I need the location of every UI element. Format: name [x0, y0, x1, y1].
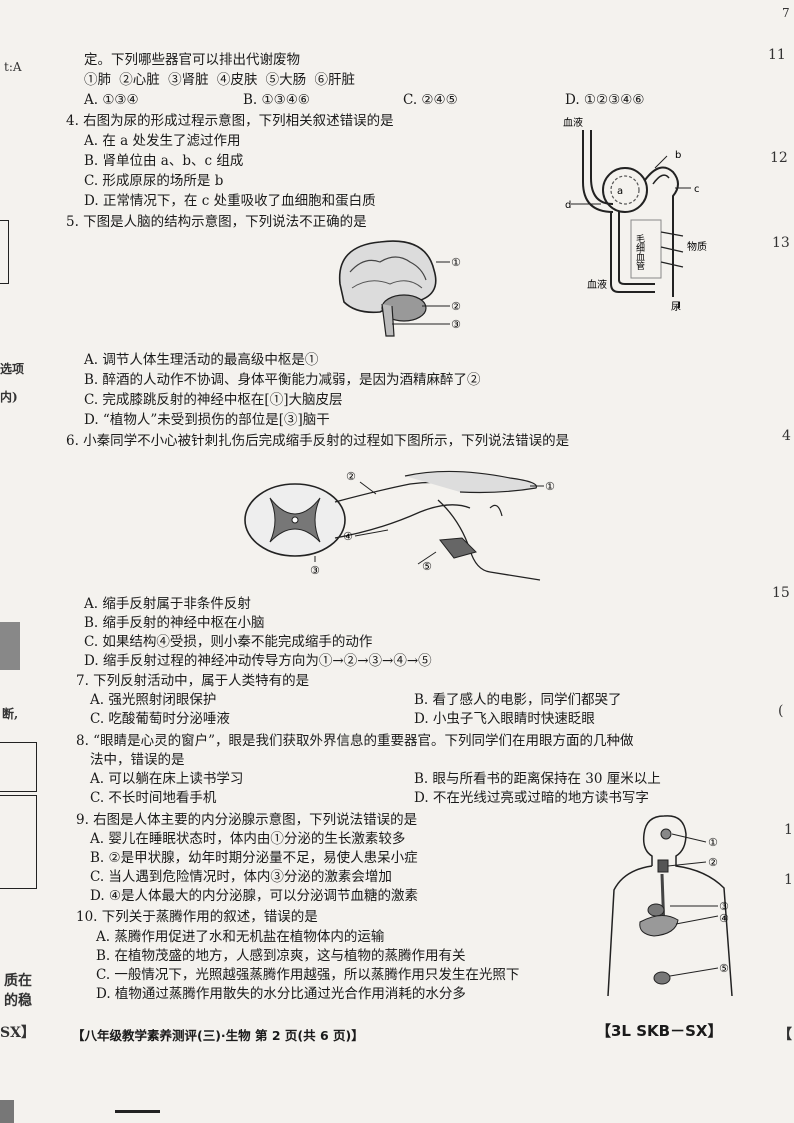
- edge-fragment: 4: [782, 428, 791, 444]
- endocrine-label-1: ①: [708, 836, 718, 849]
- scan-mark: [115, 1110, 160, 1113]
- q8-stem-line1: 8. “眼睛是心灵的窗户”，眼是我们获取外界信息的重要器官。下列同学们在用眼方面…: [76, 733, 634, 749]
- endocrine-label-5: ⑤: [719, 962, 729, 975]
- q3-option-b[interactable]: B. ①③④⑥: [243, 92, 310, 108]
- q8-option-a[interactable]: A. 可以躺在床上读书学习: [90, 771, 244, 787]
- edge-fragment: 内): [0, 390, 18, 404]
- q8-stem-line2: 法中，错误的是: [90, 752, 185, 768]
- q6-option-c[interactable]: C. 如果结构④受损，则小秦不能完成缩手的动作: [84, 634, 373, 650]
- q3-option-c[interactable]: C. ②④⑤: [403, 92, 458, 108]
- q3-stem-continued: 定。下列哪些器官可以排出代谢废物: [84, 52, 300, 68]
- brain-label-3: ③: [451, 318, 461, 331]
- q7-stem: 7. 下列反射活动中，属于人类特有的是: [76, 673, 310, 689]
- reflex-arc-diagram: ① ② ③ ④ ⑤: [244, 470, 555, 581]
- q10-option-b[interactable]: B. 在植物茂盛的地方，人感到凉爽，这与植物的蒸腾作用有关: [96, 948, 466, 964]
- edge-fragment: 的稳: [4, 993, 32, 1009]
- brain-label-2: ②: [451, 300, 461, 313]
- q7-option-c[interactable]: C. 吃酸葡萄时分泌唾液: [90, 711, 230, 727]
- edge-fragment-dark: [0, 1100, 14, 1123]
- q4-stem: 4. 右图为尿的形成过程示意图，下列相关叙述错误的是: [66, 113, 394, 129]
- edge-fragment: (: [778, 703, 784, 719]
- q5-option-a[interactable]: A. 调节人体生理活动的最高级中枢是①: [84, 352, 319, 368]
- q7-option-d[interactable]: D. 小虫子飞入眼睛时快速眨眼: [414, 711, 595, 727]
- fig-label-capillary: 毛细血管: [634, 233, 645, 270]
- q8-option-b[interactable]: B. 眼与所看书的距离保持在 30 厘米以上: [414, 771, 661, 787]
- q9-option-b[interactable]: B. ②是甲状腺，幼年时期分泌量不足，易使人患呆小症: [90, 850, 418, 866]
- q4-option-c[interactable]: C. 形成原尿的场所是 b: [84, 173, 224, 189]
- q10-stem: 10. 下列关于蒸腾作用的叙述，错误的是: [76, 909, 318, 925]
- edge-box: [0, 795, 37, 889]
- q6-option-d[interactable]: D. 缩手反射过程的神经冲动传导方向为①→②→③→④→⑤: [84, 653, 432, 669]
- q6-stem: 6. 小秦同学不小心被针刺扎伤后完成缩手反射的过程如下图所示，下列说法错误的是: [66, 433, 570, 449]
- q9-stem: 9. 右图是人体主要的内分泌腺示意图，下列说法错误的是: [76, 812, 418, 828]
- fig-label-c: c: [694, 184, 700, 195]
- q10-option-d[interactable]: D. 植物通过蒸腾作用散失的水分比通过光合作用消耗的水分多: [96, 986, 466, 1002]
- edge-fragment: SX】: [0, 1025, 35, 1041]
- q6-option-a[interactable]: A. 缩手反射属于非条件反射: [84, 596, 251, 612]
- q7-option-b[interactable]: B. 看了感人的电影，同学们都哭了: [414, 692, 622, 708]
- q9-option-a[interactable]: A. 婴儿在睡眠状态时，体内由①分泌的生长激素较多: [90, 831, 406, 847]
- fig-label-a: a: [617, 186, 623, 197]
- edge-fragment: 7: [782, 6, 790, 20]
- page-footer-code: 【3L SKB－SX】: [596, 1022, 723, 1040]
- q5-option-d[interactable]: D. “植物人”未受到损伤的部位是[③]脑干: [84, 412, 330, 428]
- fig-label-blood-out: 血液: [587, 278, 607, 291]
- edge-fragment: t:A: [4, 60, 22, 74]
- page-footer-left: 【八年级教学素养测评(三)·生物 第 2 页(共 6 页)】: [72, 1028, 364, 1043]
- endocrine-label-4: ④: [719, 912, 729, 925]
- q8-option-c[interactable]: C. 不长时间地看手机: [90, 790, 217, 806]
- reflex-label-4: ④: [343, 530, 353, 543]
- q5-option-b[interactable]: B. 醉酒的人动作不协调、身体平衡能力减弱，是因为酒精麻醉了②: [84, 372, 481, 388]
- q5-option-c[interactable]: C. 完成膝跳反射的神经中枢在[①]大脑皮层: [84, 392, 343, 408]
- edge-image-fragment: [0, 622, 20, 670]
- q9-option-c[interactable]: C. 当人遇到危险情况时，体内③分泌的激素会增加: [90, 869, 392, 885]
- edge-box: [0, 220, 9, 284]
- brain-label-1: ①: [451, 256, 461, 269]
- edge-fragment: 断,: [2, 707, 19, 721]
- edge-fragment: 13: [772, 235, 790, 251]
- fig-label-b: b: [675, 150, 681, 161]
- endocrine-label-3: ③: [719, 900, 729, 913]
- fig-label-urine: 尿: [671, 301, 681, 312]
- reflex-label-3: ③: [310, 564, 320, 577]
- q6-option-b[interactable]: B. 缩手反射的神经中枢在小脑: [84, 615, 265, 631]
- edge-fragment: 12: [770, 150, 788, 166]
- q3-option-a[interactable]: A. ①③④: [84, 92, 139, 108]
- q4-option-b[interactable]: B. 肾单位由 a、b、c 组成: [84, 153, 244, 169]
- fig-label-d: d: [565, 200, 571, 211]
- q3-items: ①肺 ②心脏 ③肾脏 ④皮肤 ⑤大肠 ⑥肝脏: [84, 72, 355, 88]
- brain-diagram: ① ② ③: [338, 240, 461, 337]
- endocrine-diagram: ① ② ③ ④ ⑤: [607, 815, 733, 997]
- q9-option-d[interactable]: D. ④是人体最大的内分泌腺，可以分泌调节血糖的激素: [90, 888, 419, 904]
- q10-option-c[interactable]: C. 一般情况下，光照越强蒸腾作用越强，所以蒸腾作用只发生在光照下: [96, 967, 520, 983]
- nephron-diagram: 血液 a b c d 毛细血管 物质 血液 尿: [563, 116, 707, 312]
- q8-option-d[interactable]: D. 不在光线过亮或过暗的地方读书写字: [414, 790, 649, 806]
- edge-fragment: 【: [778, 1027, 792, 1043]
- edge-fragment: 15: [772, 585, 790, 601]
- edge-fragment: 质在: [4, 973, 32, 989]
- fig-label-substance: 物质: [687, 240, 707, 253]
- q5-stem: 5. 下图是人脑的结构示意图，下列说法不正确的是: [66, 214, 367, 230]
- reflex-label-5: ⑤: [422, 560, 432, 573]
- q3-option-d[interactable]: D. ①②③④⑥: [565, 92, 645, 108]
- edge-fragment: 1: [784, 822, 793, 838]
- q4-option-d[interactable]: D. 正常情况下，在 c 处重吸收了血细胞和蛋白质: [84, 193, 376, 209]
- reflex-label-1: ①: [545, 480, 555, 493]
- edge-fragment: 1: [784, 872, 793, 888]
- q7-option-a[interactable]: A. 强光照射闭眼保护: [90, 692, 217, 708]
- q10-option-a[interactable]: A. 蒸腾作用促进了水和无机盐在植物体内的运输: [96, 929, 385, 945]
- edge-box: [0, 742, 37, 792]
- edge-fragment: 11: [768, 47, 786, 63]
- reflex-label-2: ②: [346, 470, 356, 483]
- fig-label-blood-in: 血液: [563, 116, 583, 129]
- endocrine-label-2: ②: [708, 856, 718, 869]
- q4-option-a[interactable]: A. 在 a 处发生了滤过作用: [84, 133, 241, 149]
- edge-fragment: 选项: [0, 362, 25, 376]
